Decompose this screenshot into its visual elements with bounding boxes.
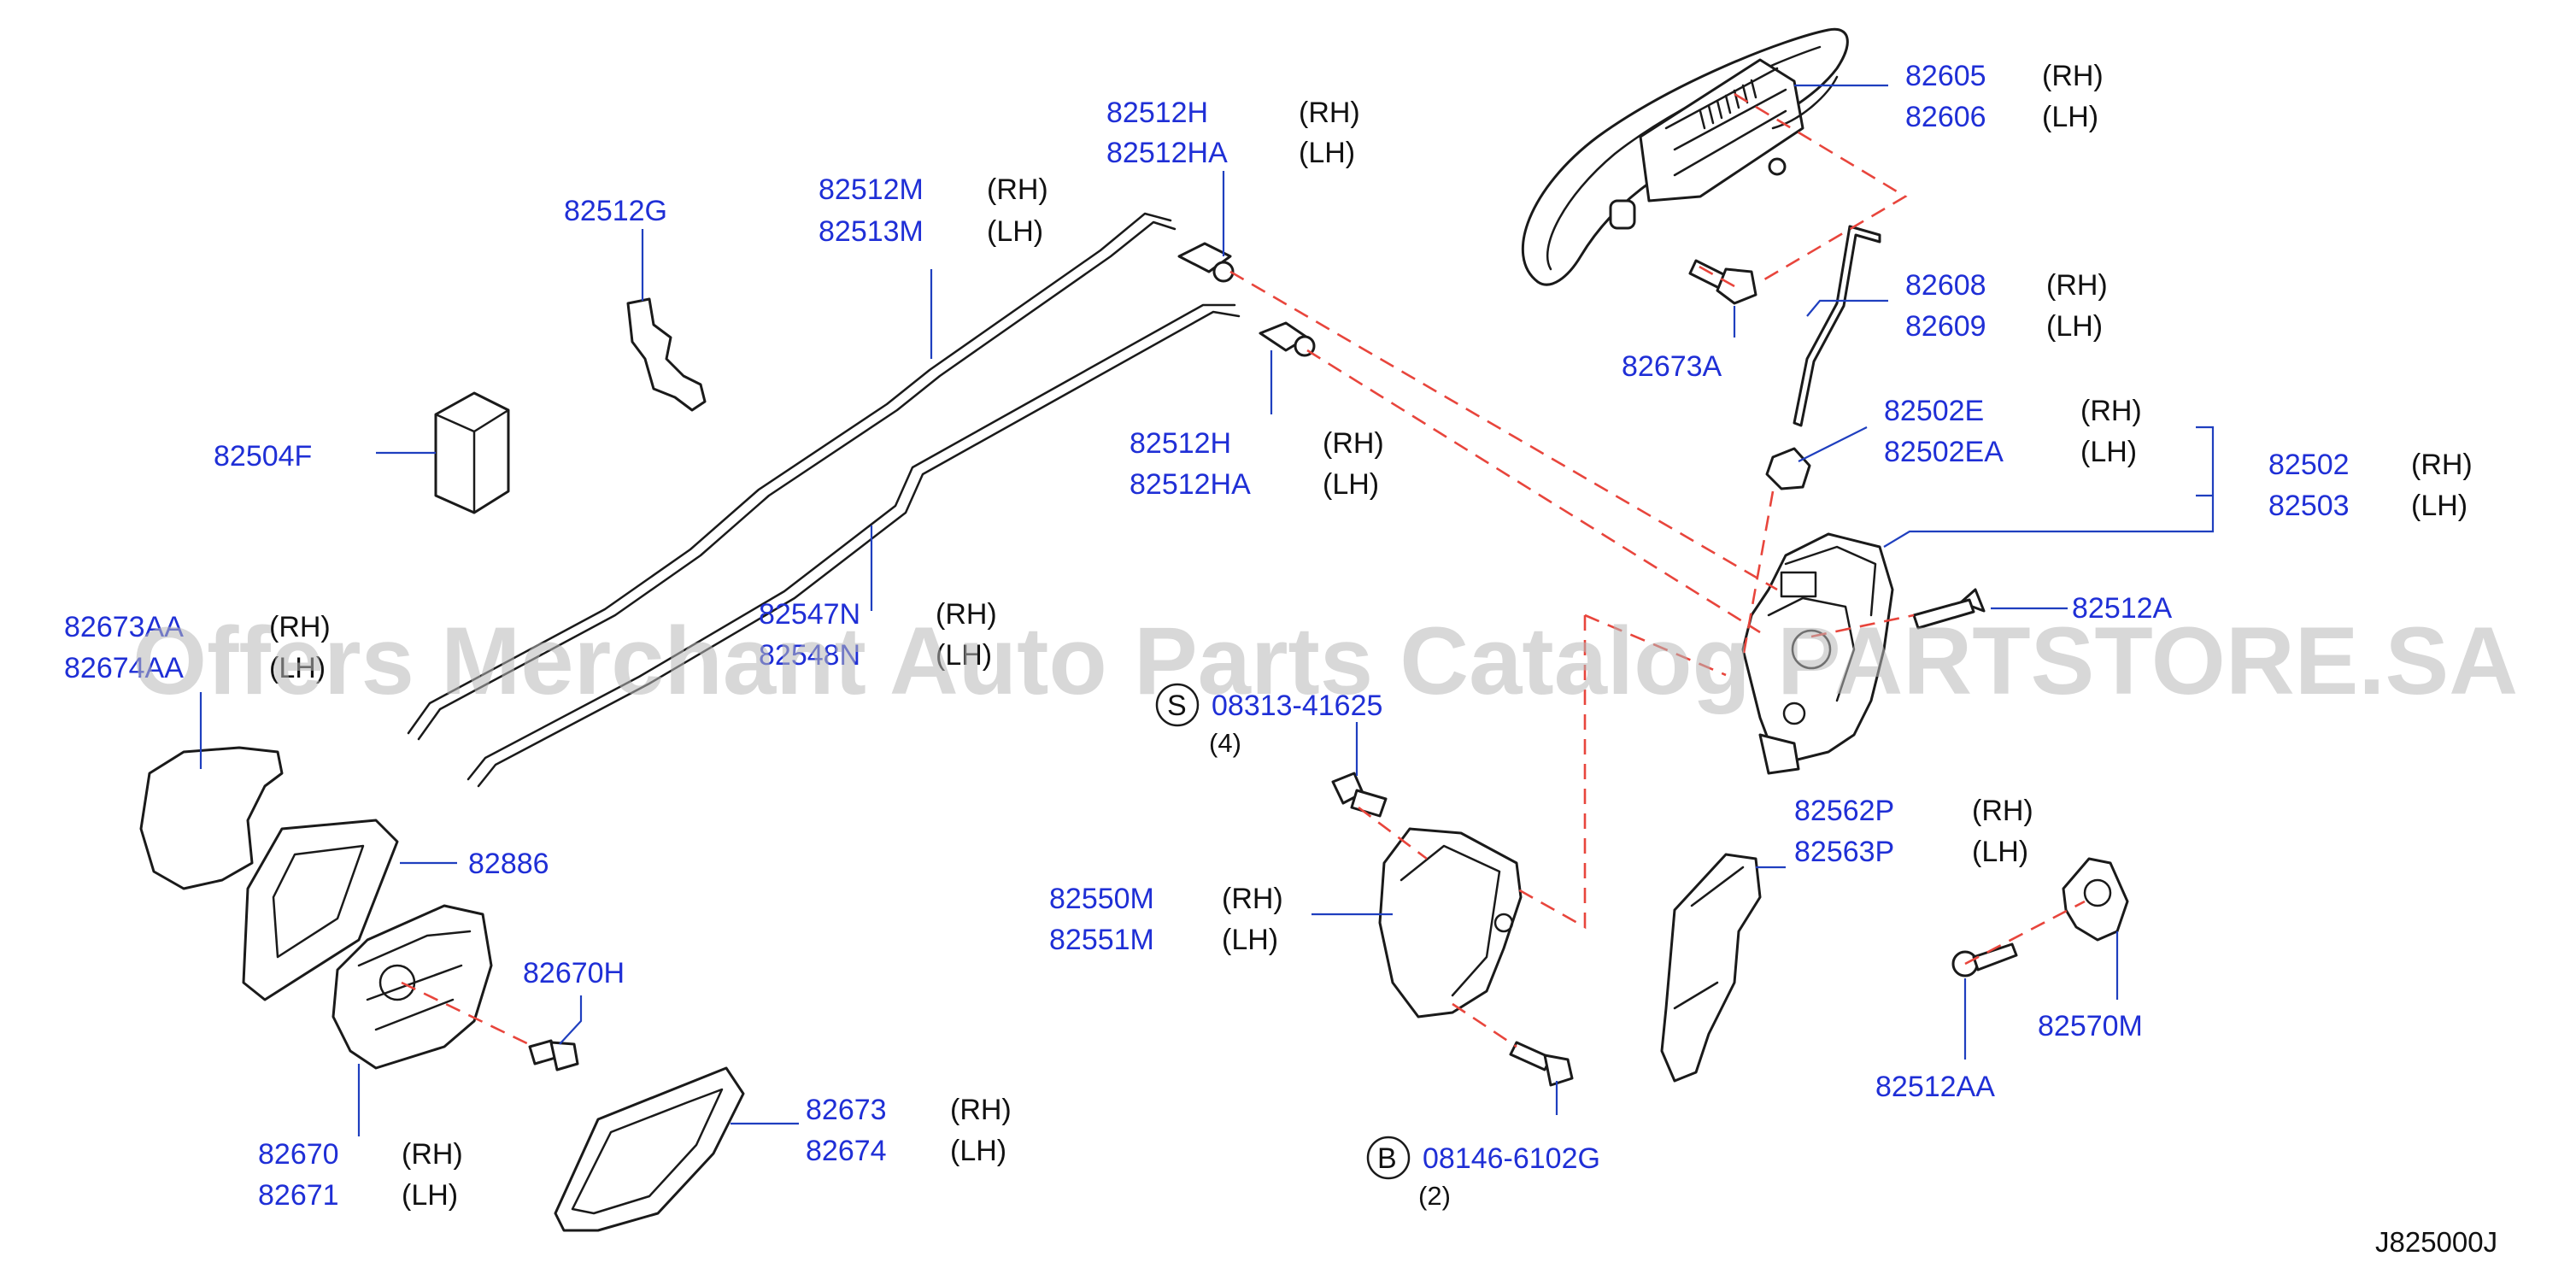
clip-82512g-drawing (626, 297, 707, 412)
part-82605-number[interactable]: 82605 (1905, 60, 1986, 92)
part-82671-side: (LH) (402, 1179, 458, 1212)
part-82609-side: (LH) (2046, 310, 2103, 343)
part-82570m-number[interactable]: 82570M (2038, 1010, 2143, 1042)
part-08313-qty: (4) (1209, 728, 1241, 758)
assembly-guide-lines (401, 92, 2086, 1048)
clip-82502e-drawing (1765, 447, 1811, 490)
part-82563p-side: (LH) (1972, 836, 2028, 868)
part-82512ha-mid-number[interactable]: 82512HA (1130, 468, 1251, 501)
part-82512aa-number[interactable]: 82512AA (1875, 1071, 1995, 1103)
part-82562p-number[interactable]: 82562P (1794, 795, 1894, 827)
part-82502e-number[interactable]: 82502E (1884, 395, 1984, 427)
rod-82512m-drawing (407, 212, 1177, 741)
leader-lines (199, 84, 2215, 1136)
part-82512ha-top-number[interactable]: 82512HA (1106, 137, 1228, 169)
part-82504f-number[interactable]: 82504F (214, 440, 312, 473)
bolt-08146-drawing (1509, 1041, 1574, 1087)
part-82548n-side: (LH) (936, 639, 992, 672)
badge-b: B (1377, 1142, 1397, 1175)
part-82674-side: (LH) (950, 1135, 1006, 1167)
handle-bracket-drawing (139, 746, 284, 890)
part-82548n-number[interactable]: 82548N (759, 639, 860, 672)
rod-clip-top-drawing (1177, 242, 1235, 283)
part-82513m-number[interactable]: 82513M (819, 215, 924, 248)
part-82550m-number[interactable]: 82550M (1049, 883, 1154, 915)
part-82673aa-side: (RH) (269, 611, 331, 643)
part-82512g-number[interactable]: 82512G (564, 195, 667, 227)
part-82513m-side: (LH) (987, 215, 1043, 248)
part-82605-side: (RH) (2042, 60, 2104, 92)
escutcheon-drawing (554, 1066, 745, 1232)
frame-82886-drawing (242, 819, 399, 1001)
part-82502ea-side: (LH) (2080, 436, 2137, 468)
part-82551m-side: (LH) (1222, 924, 1278, 956)
part-82671-number[interactable]: 82671 (258, 1179, 339, 1212)
badge-s: S (1167, 690, 1187, 722)
part-82551m-number[interactable]: 82551M (1049, 924, 1154, 956)
part-82608-side: (RH) (2046, 269, 2108, 302)
part-82670-side: (RH) (402, 1138, 463, 1171)
part-08146-qty: (2) (1418, 1181, 1451, 1211)
part-82670-number[interactable]: 82670 (258, 1138, 339, 1171)
part-82563p-number[interactable]: 82563P (1794, 836, 1894, 868)
part-82512h-mid-number[interactable]: 82512H (1130, 427, 1231, 460)
rod-clip-mid-drawing (1259, 321, 1316, 357)
part-82606-number[interactable]: 82606 (1905, 101, 1986, 133)
part-82609-number[interactable]: 82609 (1905, 310, 1986, 343)
screw-82670h-drawing (528, 1039, 579, 1071)
part-82673-side: (RH) (950, 1094, 1012, 1126)
outside-door-handle-drawing (1521, 27, 1849, 286)
part-82547n-side: (RH) (936, 598, 997, 631)
part-82547n-number[interactable]: 82547N (759, 598, 860, 631)
part-82606-side: (LH) (2042, 101, 2098, 133)
screw-82512a-drawing (1912, 588, 1986, 630)
part-82503-side: (LH) (2411, 490, 2467, 522)
part-08313-label[interactable]: S 08313-41625 (4) (1155, 683, 1382, 758)
diagram-code: J825000J (2375, 1226, 2497, 1258)
door-lock-actuator-drawing (1741, 532, 1894, 775)
part-82512m-side: (RH) (987, 173, 1048, 206)
part-82562p-side: (RH) (1972, 795, 2033, 827)
bolt-08313-drawing (1331, 772, 1388, 818)
part-82608-number[interactable]: 82608 (1905, 269, 1986, 302)
watermark-text: Offers Merchant Auto Parts Catalog PARTS… (132, 608, 2518, 714)
part-82502-number[interactable]: 82502 (2268, 449, 2350, 481)
part-82502ea-number[interactable]: 82502EA (1884, 436, 2004, 468)
part-08146-label[interactable]: B 08146-6102G (2) (1366, 1136, 1600, 1211)
part-82512h-top-side: (RH) (1299, 97, 1360, 129)
bracket-82562p-drawing (1660, 853, 1762, 1083)
part-82674aa-number[interactable]: 82674AA (64, 652, 184, 684)
rod-82547n-drawing (466, 303, 1241, 788)
part-82512h-top-number[interactable]: 82512H (1106, 97, 1208, 129)
part-08146-number[interactable]: 08146-6102G (1423, 1142, 1600, 1175)
part-08313-number[interactable]: 08313-41625 (1212, 690, 1382, 722)
screw-82512aa-drawing (1951, 942, 2018, 977)
part-82670h-number[interactable]: 82670H (523, 957, 625, 989)
handle-rod-drawing (1793, 225, 1881, 427)
part-82502e-side: (RH) (2080, 395, 2142, 427)
clip-82570m-drawing (2062, 857, 2129, 942)
part-82674-number[interactable]: 82674 (806, 1135, 887, 1167)
part-82502-side: (RH) (2411, 449, 2473, 481)
part-82673aa-number[interactable]: 82673AA (64, 611, 184, 643)
part-82673-number[interactable]: 82673 (806, 1094, 887, 1126)
part-82673a-number[interactable]: 82673A (1622, 350, 1722, 383)
part-82550m-side: (RH) (1222, 883, 1283, 915)
box-82504f-drawing (434, 391, 510, 514)
part-82512ha-top-side: (LH) (1299, 137, 1355, 169)
part-82674aa-side: (LH) (269, 652, 326, 684)
part-82512ha-mid-side: (LH) (1323, 468, 1379, 501)
part-82886-number[interactable]: 82886 (468, 848, 549, 880)
part-82503-number[interactable]: 82503 (2268, 490, 2350, 522)
part-82512h-mid-side: (RH) (1323, 427, 1384, 460)
bracket-82550m-drawing (1378, 827, 1523, 1019)
part-82512a-number[interactable]: 82512A (2072, 592, 2173, 625)
part-82512m-number[interactable]: 82512M (819, 173, 924, 206)
